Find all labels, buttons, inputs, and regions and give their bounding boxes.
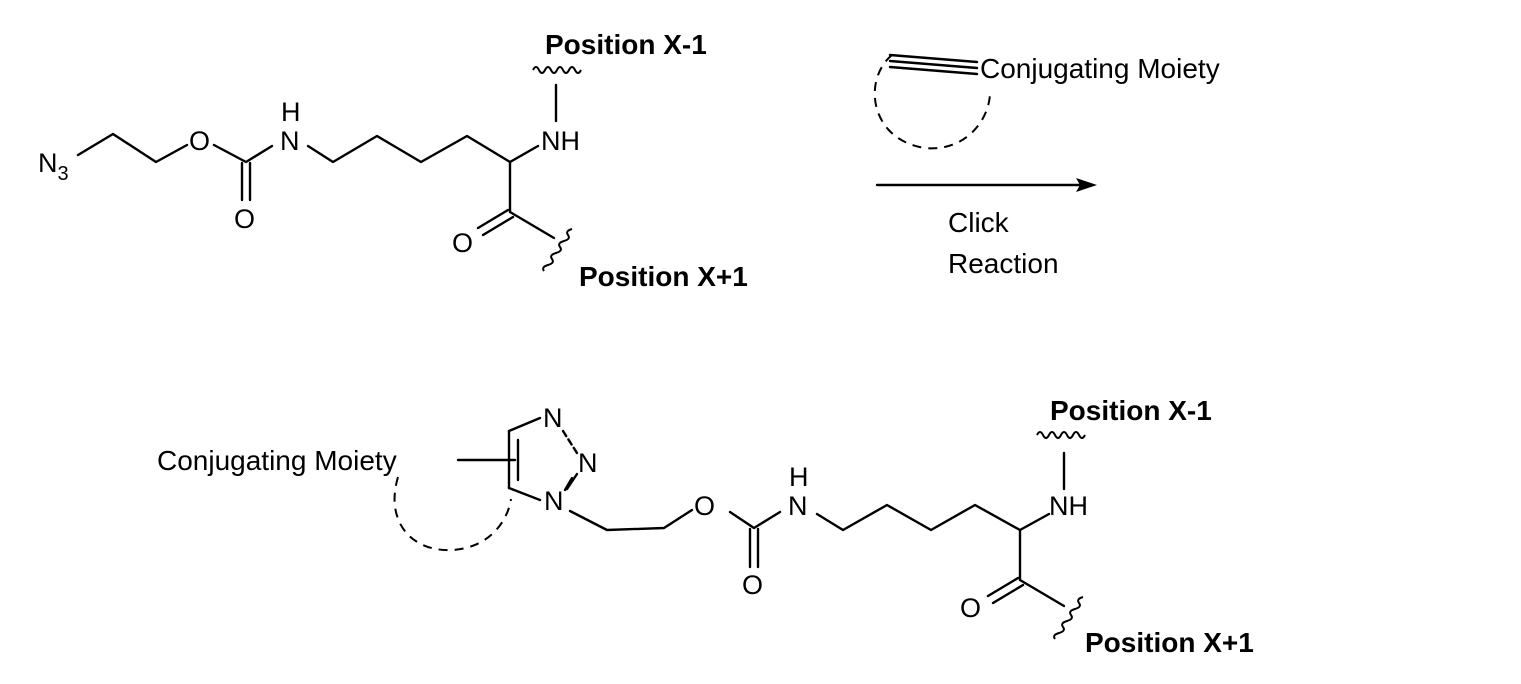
alpha-nh: NH: [1049, 491, 1088, 521]
amide-nitrogen: N: [788, 491, 808, 521]
amide-hydrogen: H: [281, 97, 301, 127]
alkyne-reagent: Conjugating Moiety: [875, 53, 1220, 148]
amide-nitrogen: N: [280, 126, 300, 156]
acid-oxygen: O: [960, 593, 981, 623]
reaction-arrow: Click Reaction: [877, 178, 1097, 279]
position-prev-label: Position X-1: [1050, 395, 1212, 426]
reactant-molecule: N3 O O N H NH O Position X-1 Position X+…: [38, 29, 748, 292]
product-moiety-label: Conjugating Moiety: [157, 445, 397, 476]
ring-fusion-dashed: [395, 477, 511, 550]
position-next-label: Position X+1: [1085, 627, 1254, 658]
ester-oxygen: O: [189, 126, 210, 156]
azide-label: N3: [38, 148, 69, 185]
alpha-nh: NH: [541, 126, 580, 156]
arrow-label-reaction: Reaction: [948, 248, 1059, 279]
triazole-n1: N: [544, 486, 564, 516]
ester-oxygen: O: [694, 491, 715, 521]
position-prev-label: Position X-1: [545, 29, 707, 60]
triazole-n2: N: [578, 448, 598, 478]
carbonyl-oxygen: O: [234, 204, 255, 234]
arrow-label-click: Click: [948, 207, 1010, 238]
carbonyl-oxygen: O: [742, 570, 763, 600]
reagent-label: Conjugating Moiety: [980, 53, 1220, 84]
amide-hydrogen: H: [789, 462, 809, 492]
reactant-bonds: [78, 85, 556, 238]
product-molecule: Conjugating Moiety N N N O O N H NH O Po…: [157, 395, 1254, 658]
position-next-label: Position X+1: [579, 261, 748, 292]
wavy-bond-icon: [1037, 432, 1085, 438]
acid-oxygen: O: [452, 228, 473, 258]
wavy-bond-icon: [533, 67, 581, 73]
triazole-n3: N: [543, 403, 563, 433]
